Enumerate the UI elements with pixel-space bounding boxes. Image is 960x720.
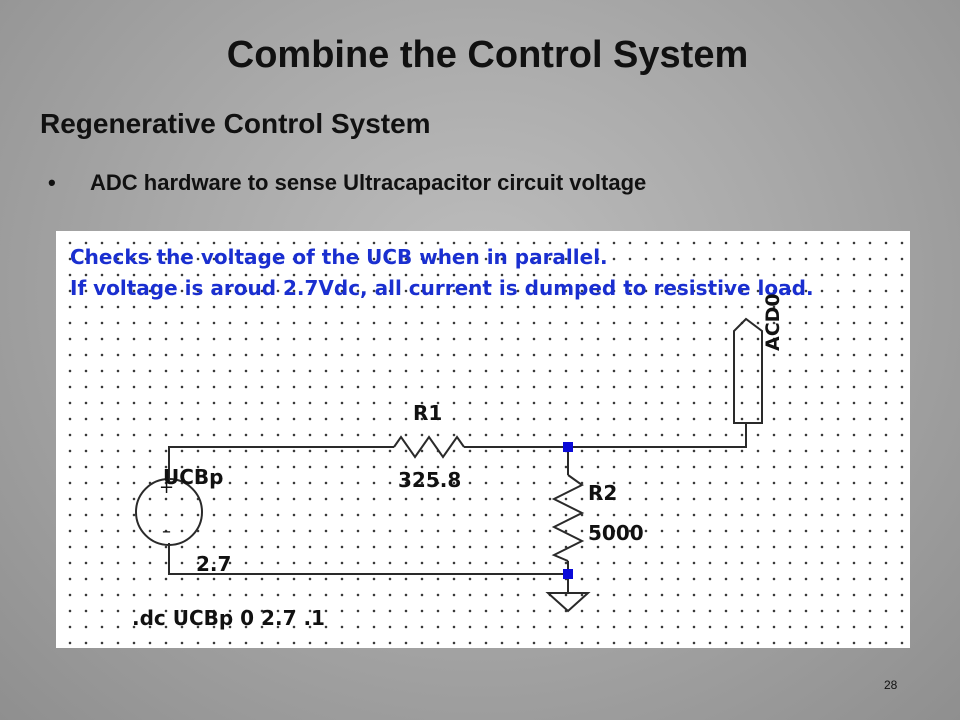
node-bottom [563,569,573,579]
source-name-label: UCBp [163,465,224,489]
r1-name-label: R1 [413,401,443,425]
adc-port-flag [733,317,763,424]
r1-resistor-symbol [393,435,465,459]
schematic-diagram: Checks the voltage of the UCB when in pa… [56,231,910,648]
source-value-label: 2.7 [196,552,232,576]
wire-source-bottom [168,543,568,575]
slide-subtitle: Regenerative Control System [40,108,431,139]
wire-source-top [168,446,394,481]
schematic-note-line-1: Checks the voltage of the UCB when in pa… [70,245,608,269]
dc-sweep-directive: .dc UCBp 0 2.7 .1 [132,606,325,630]
r1-value-label: 325.8 [398,468,462,492]
adc-port-label: ACD0 [762,293,784,351]
voltage-source-symbol [135,478,203,546]
schematic-note-line-2: If voltage is aroud 2.7Vdc, all current … [70,276,814,300]
bullet-marker: • [48,170,56,195]
schematic-drawing [135,317,763,613]
r2-resistor-symbol [551,474,585,562]
r2-value-label: 5000 [588,521,644,545]
node-top [563,442,573,452]
page-number: 28 [884,678,898,692]
ground-symbol [545,592,591,613]
slide-title: Combine the Control System [226,34,749,76]
wire-r1-to-adc [464,423,747,448]
r2-name-label: R2 [588,481,618,505]
source-minus-sign: – [162,521,171,542]
bullet-text: ADC hardware to sense Ultracapacitor cir… [90,170,647,195]
source-plus-sign: + [159,477,175,498]
